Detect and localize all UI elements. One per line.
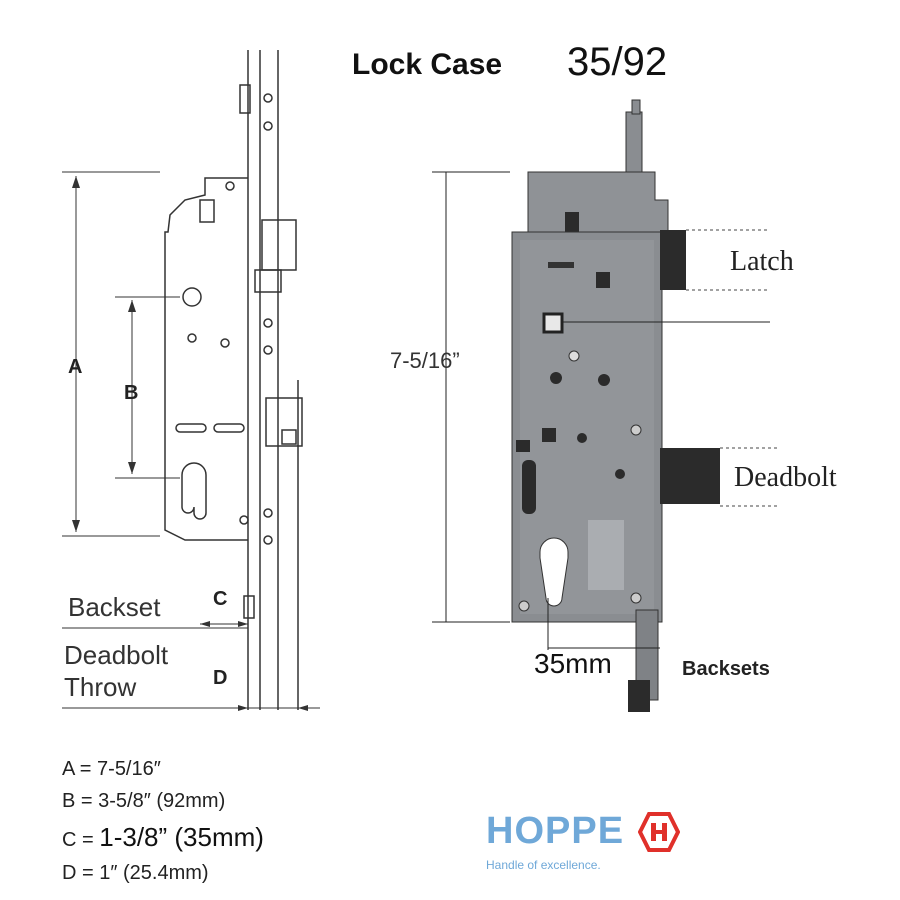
latch-label: Latch [730,246,794,277]
height-label: 7-5/16” [390,348,460,373]
spec-c-value: 1-3/8” (35mm) [99,822,264,852]
title-text: Lock Case [352,48,503,81]
hoppe-wordmark: HOPPE [486,810,625,852]
hoppe-tagline: Handle of excellence. [486,858,601,872]
deadbolt-label: Deadbolt [734,462,837,493]
dim-a-label: A [68,356,83,378]
title-number: 35/92 [567,40,668,84]
deadbolt-throw-label-1: Deadbolt [64,640,169,670]
backset-label: Backset [68,592,161,622]
spec-c-prefix: C = [62,829,100,851]
deadbolt-throw-label-2: Throw [64,672,137,702]
dim-b-label: B [124,382,139,404]
backset-value: 35mm [534,648,612,679]
dim-c-label: C [213,588,228,610]
backsets-label: Backsets [682,658,770,680]
dim-d-label: D [213,667,228,689]
spec-b: B = 3-5/8″ (92mm) [62,790,226,812]
hoppe-logo: HOPPE Handle of excellence. [486,810,680,872]
hoppe-hexagon-icon [638,812,680,852]
spec-d: D = 1″ (25.4mm) [62,862,209,884]
spec-a: A = 7-5/16″ [62,758,161,780]
spec-c: C = 1-3/8” (35mm) [62,822,264,853]
